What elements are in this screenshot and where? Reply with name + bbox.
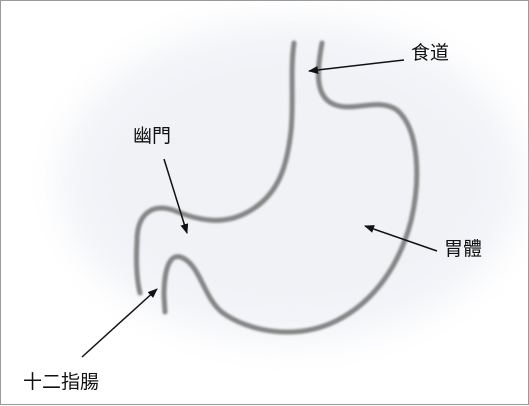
- duodenum-arrow: [82, 289, 157, 357]
- duodenum-label: 十二指腸: [23, 373, 99, 392]
- stomach-body-label: 胃體: [444, 240, 482, 259]
- esophagus-label: 食道: [411, 44, 449, 63]
- pylorus-label: 幽門: [133, 127, 171, 146]
